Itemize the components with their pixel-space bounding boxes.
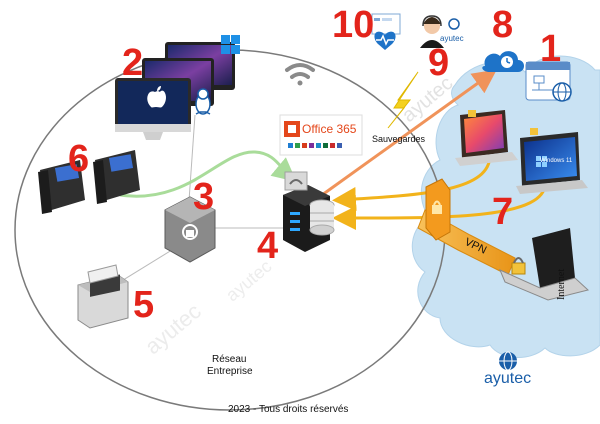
label-number-8: 8 — [492, 4, 514, 46]
office365-tile — [279, 114, 363, 156]
office-label: Office 365 — [302, 122, 357, 136]
network-label-line2: Entreprise — [207, 366, 253, 377]
lightning-icon — [387, 71, 419, 129]
imac-icon — [147, 86, 166, 108]
label-number-3: 3 — [193, 176, 215, 218]
network-label-line1: Réseau — [212, 354, 247, 365]
link-laptop2-server — [332, 181, 547, 231]
label-number-1: 1 — [540, 28, 562, 70]
label-number-6: 6 — [68, 138, 90, 180]
windows-label: Windows 11 — [540, 158, 573, 164]
label-number-5: 5 — [133, 284, 155, 326]
laptop-icon — [516, 128, 588, 194]
label-number-9: 9 — [428, 42, 450, 84]
laptop-icon — [455, 110, 518, 166]
globe-icon — [552, 82, 572, 102]
ayutec-logo-icon — [499, 351, 517, 371]
padlock-icon — [511, 257, 526, 275]
label-number-7: 7 — [492, 191, 514, 233]
link-phones-server — [119, 150, 297, 198]
brand-name: ayutec — [484, 370, 532, 387]
agent-brand-name: ayutec — [440, 34, 464, 43]
firewall-icon — [425, 178, 451, 241]
backups-label: Sauvegardes — [372, 134, 426, 144]
label-number-2: 2 — [122, 42, 144, 84]
monitoring-dashboard-icon — [371, 13, 401, 50]
internet-label: Internet — [556, 268, 567, 300]
linux-tux-icon — [195, 88, 211, 115]
windows-logo-icon — [221, 35, 240, 54]
label-number-4: 4 — [257, 225, 279, 267]
laptop-icon — [499, 228, 590, 301]
desktop-computers — [115, 42, 235, 140]
copyright: 2023 - Tous droits réservés — [228, 404, 349, 415]
switch-icon — [164, 196, 216, 263]
printer-icon — [77, 264, 129, 329]
support-agent-icon — [420, 15, 460, 48]
wifi-icon — [285, 63, 315, 86]
link-switch-printer — [114, 244, 181, 286]
ip-phone-icon — [38, 150, 140, 214]
cloud-clock-icon — [482, 51, 524, 72]
label-number-10: 10 — [332, 4, 375, 46]
server-icon — [283, 171, 335, 252]
link-server-cloud-backup — [321, 69, 497, 197]
